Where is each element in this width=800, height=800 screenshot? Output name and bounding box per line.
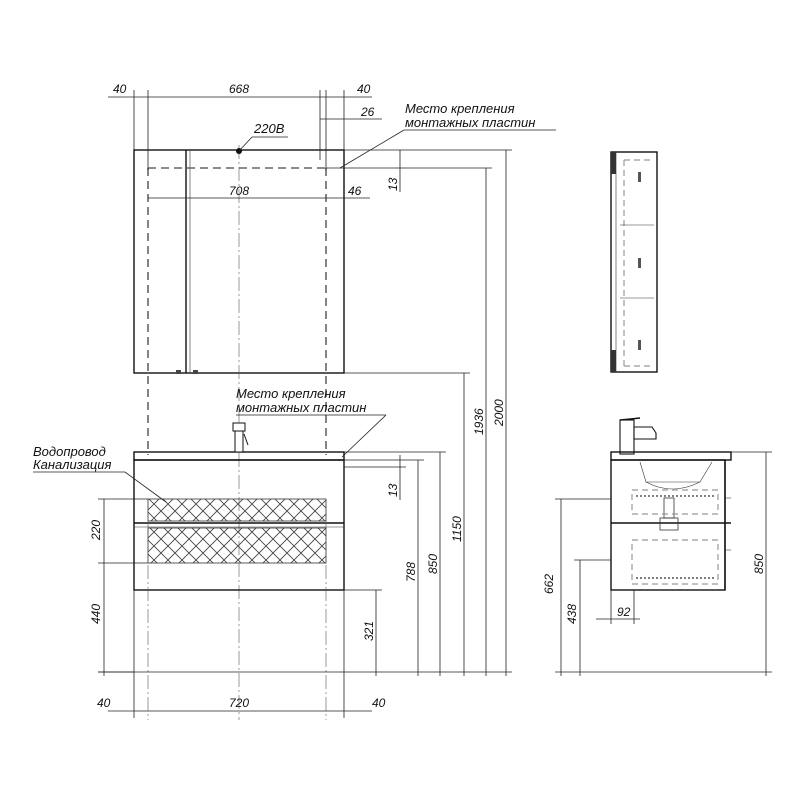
- faucet-side-icon: [619, 417, 657, 455]
- dim-plate-width: 708: [229, 184, 249, 198]
- dim-height-1936: 1936: [472, 408, 486, 435]
- top-dimension-chain: 40 668 40 26: [108, 82, 382, 170]
- dim-bottom-right-gap: 40: [372, 696, 386, 710]
- dim-height-850: 850: [426, 554, 440, 574]
- dim-vanity-plate-offset: 13: [386, 483, 400, 497]
- mirror-cabinet-side: [610, 151, 658, 373]
- dim-top-right-inset: 26: [360, 105, 375, 119]
- note-utilities: Водопровод Канализация: [33, 444, 167, 503]
- dim-height-788: 788: [404, 562, 418, 582]
- note-mount-top-line2: монтажных пластин: [405, 115, 535, 130]
- bottom-dimension-chain: 40 720 40: [97, 590, 386, 718]
- plate-width-dimension: 708 46: [148, 184, 370, 199]
- dim-side-depth: 92: [617, 605, 631, 619]
- dim-drawer-top: 220: [89, 520, 103, 541]
- vanity-side: [610, 417, 732, 591]
- dim-bottom-width: 720: [229, 696, 249, 710]
- note-water: Водопровод: [33, 444, 106, 459]
- dim-top-right-gap: 40: [357, 82, 371, 96]
- power-label: 220B: [253, 121, 285, 136]
- side-view-dimensions: 662 438 850 92: [542, 451, 772, 676]
- dim-height-1150: 1150: [450, 516, 464, 542]
- note-mount-top-line1: Место крепления: [405, 101, 515, 116]
- dim-plate-offset: 46: [348, 184, 362, 198]
- dim-side-662: 662: [542, 574, 556, 594]
- power-label-group: 220B: [238, 121, 288, 152]
- dim-drawer-bottom: 440: [89, 604, 103, 624]
- note-mount-vanity-line2: монтажных пластин: [236, 400, 366, 415]
- vanity-front: [133, 422, 345, 720]
- dim-side-438: 438: [565, 604, 579, 624]
- right-vertical-dimensions: 13 321 788 850 1150 1936 2000: [98, 149, 512, 676]
- note-mount-plates-top: Место крепления монтажных пластин: [339, 101, 556, 169]
- dim-top-width: 668: [229, 82, 249, 96]
- left-vertical-dimensions: 220 440: [89, 498, 148, 676]
- mirror-cabinet-front: [133, 145, 345, 720]
- note-mount-vanity-line1: Место крепления: [236, 386, 346, 401]
- dim-top-left-gap: 40: [113, 82, 127, 96]
- dim-height-321: 321: [362, 621, 376, 641]
- dim-side-850: 850: [752, 554, 766, 574]
- dim-top-offset: 13: [386, 177, 400, 191]
- top-offset-dimension: 13: [326, 149, 406, 192]
- faucet-icon: [232, 422, 249, 453]
- dim-height-2000: 2000: [492, 399, 506, 427]
- note-mount-plates-vanity: Место крепления монтажных пластин: [236, 386, 387, 458]
- note-sewer: Канализация: [33, 457, 111, 472]
- dim-bottom-left-gap: 40: [97, 696, 111, 710]
